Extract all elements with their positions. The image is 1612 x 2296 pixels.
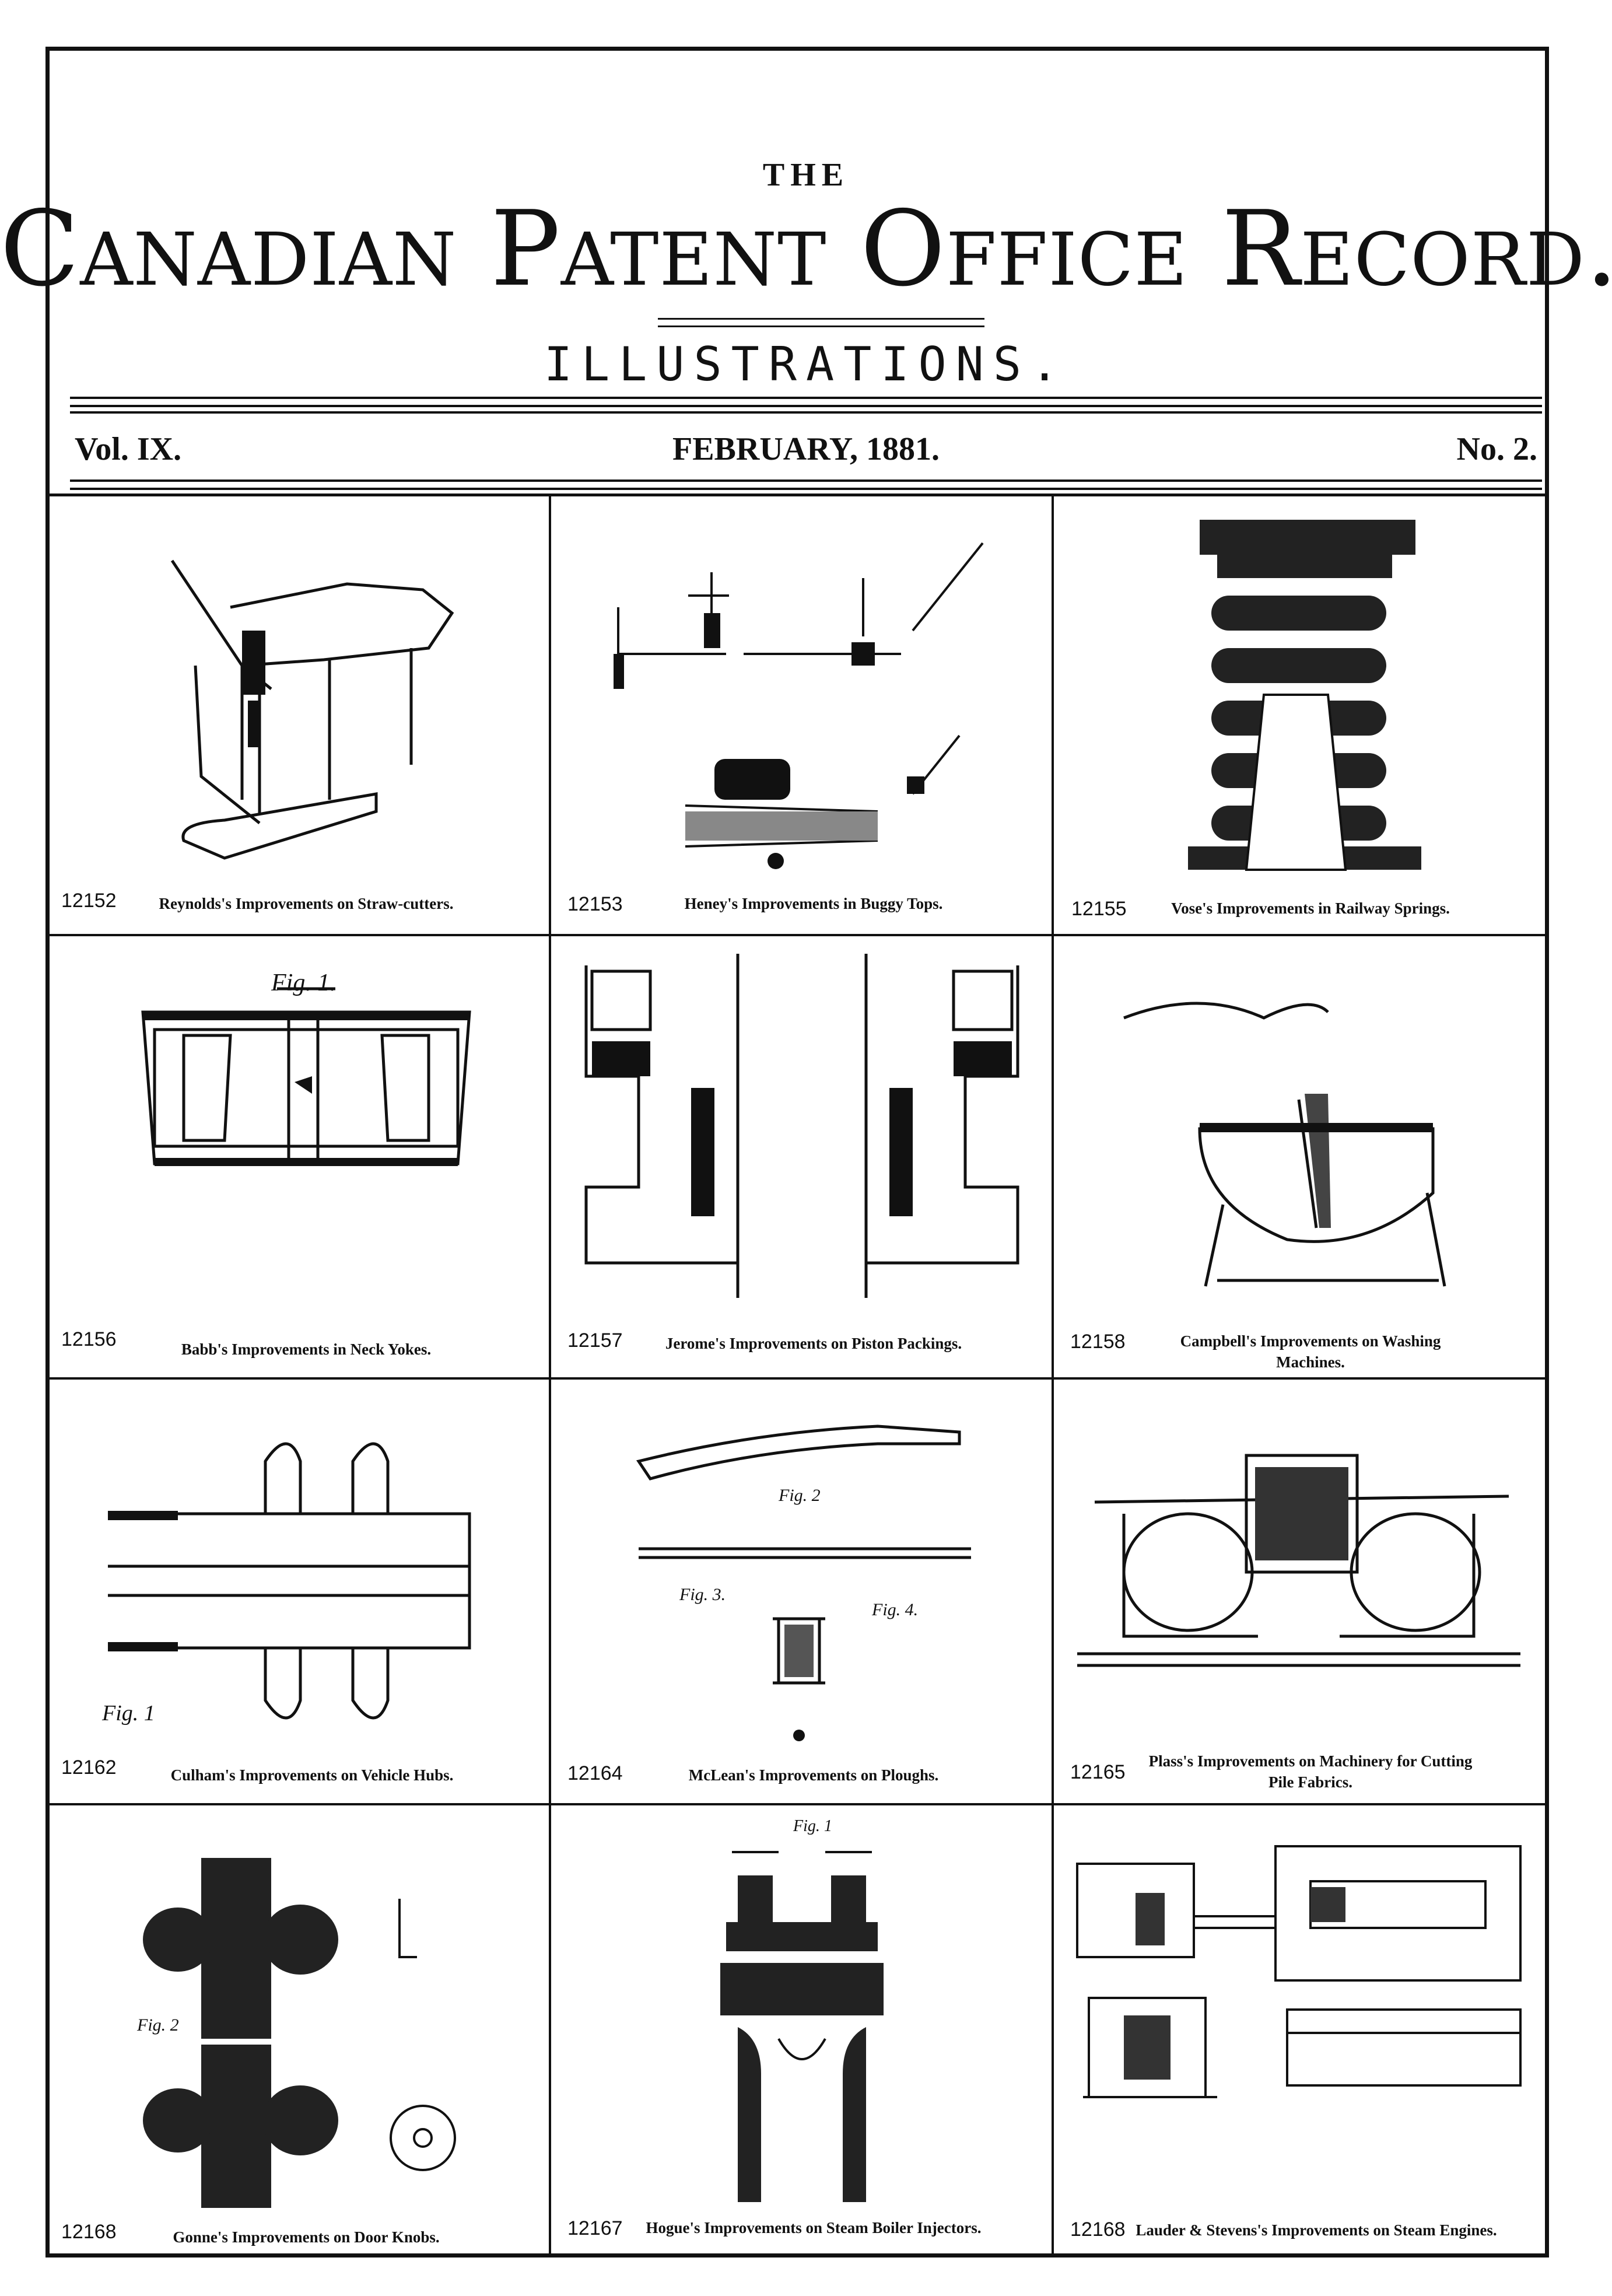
pile-fabric-machine-illustration xyxy=(1077,1454,1520,1667)
figure-label: Fig. 1. xyxy=(271,970,336,996)
patent-number: 12162 xyxy=(61,1756,117,1779)
header-rule xyxy=(70,480,1542,482)
steam-injector-illustration xyxy=(720,1851,884,2202)
header-rule xyxy=(70,488,1542,490)
patent-caption: Reynolds's Improvements on Straw-cutters… xyxy=(159,895,454,912)
patent-caption: Babb's Improvements in Neck Yokes. xyxy=(181,1340,432,1358)
patent-cell: 12157 Jerome's Improvements on Piston Pa… xyxy=(551,936,1054,1380)
patent-caption: Lauder & Stevens's Improvements on Steam… xyxy=(1136,2221,1497,2239)
figure-label: Fig. 2 xyxy=(137,2015,179,2035)
masthead-title: Canadian Patent Office Record. xyxy=(0,188,1612,309)
volume-label: Vol. IX. xyxy=(75,431,182,467)
patent-number: 12165 xyxy=(1070,1761,1126,1783)
figure-label: Fig. 2 xyxy=(779,1486,821,1505)
patent-cell: Fig. 1 12162 Culham's Improvements on Ve… xyxy=(50,1380,551,1805)
patent-caption: Hogue's Improvements on Steam Boiler Inj… xyxy=(646,2219,982,2236)
patent-cell: 12155 Vose's Improvements in Railway Spr… xyxy=(1054,496,1545,936)
patent-caption: Campbell's Improvements on Washing Machi… xyxy=(1180,1332,1441,1371)
masthead-subtitle: ILLUSTRATIONS. xyxy=(544,337,1068,391)
title-rule xyxy=(658,326,984,327)
issue-date: FEBRUARY, 1881. xyxy=(672,431,940,467)
illustration-grid: 12152 Reynolds's Improvements on Straw-c… xyxy=(50,494,1545,2257)
patent-cell: Fig. 2 Fig. 3. Fig. 4. 12164 McLean's Im… xyxy=(551,1380,1054,1805)
issue-number: No. 2. xyxy=(1456,431,1537,467)
patent-cell: 12165 Plass's Improvements on Machinery … xyxy=(1054,1380,1545,1805)
patent-number: 12152 xyxy=(61,890,117,912)
header-rule xyxy=(70,405,1542,407)
straw-cutter-illustration xyxy=(170,559,454,860)
header-rule xyxy=(70,397,1542,399)
patent-caption: Jerome's Improvements on Piston Packings… xyxy=(665,1335,962,1352)
figure-label: Fig. 3. xyxy=(679,1585,726,1604)
patent-caption: Gonne's Improvements on Door Knobs. xyxy=(173,2228,440,2246)
figure-label: Fig. 1 xyxy=(102,1701,155,1726)
figure-label: Fig. 4. xyxy=(872,1600,919,1619)
patent-cell: Fig. 2 12168 Gonne's Improvements on Doo… xyxy=(50,1805,551,2257)
masthead-the: THE xyxy=(762,157,850,193)
vehicle-hub-illustration xyxy=(108,1442,471,1720)
patent-cell: Fig. 1. 12156 Babb's Improvements in Nec… xyxy=(50,936,551,1380)
patent-number: 12167 xyxy=(567,2217,623,2239)
figure-label: Fig. 1 xyxy=(793,1817,832,1835)
buggy-top-illustration xyxy=(614,542,984,869)
patent-caption: Plass's Improvements on Machinery for Cu… xyxy=(1148,1752,1473,1791)
patent-cell: Fig. 1 12167 Hogue's Improvements on Ste… xyxy=(551,1805,1054,2257)
patent-number: 12155 xyxy=(1071,898,1127,920)
patent-number: 12153 xyxy=(567,893,623,915)
header-rule xyxy=(70,411,1542,414)
washing-machine-illustration xyxy=(1123,1002,1446,1287)
door-knob-illustration xyxy=(143,1858,456,2208)
patent-caption: Vose's Improvements in Railway Springs. xyxy=(1171,900,1450,917)
patent-caption: McLean's Improvements on Ploughs. xyxy=(688,1766,939,1784)
patent-number: 12168 xyxy=(61,2221,117,2243)
patent-cell: 12158 Campbell's Improvements on Washing… xyxy=(1054,936,1545,1380)
piston-packing-illustration xyxy=(584,954,1019,1298)
patent-caption: Heney's Improvements in Buggy Tops. xyxy=(684,895,943,912)
patent-number: 12158 xyxy=(1070,1331,1126,1353)
patent-cell: 12168 Lauder & Stevens's Improvements on… xyxy=(1054,1805,1545,2257)
plough-illustration xyxy=(636,1424,971,1741)
patent-number: 12168 xyxy=(1070,2218,1126,2241)
patent-number: 12164 xyxy=(567,1762,623,1784)
patent-caption: Culham's Improvements on Vehicle Hubs. xyxy=(170,1766,454,1784)
title-rule xyxy=(658,318,984,320)
page-border xyxy=(45,47,1549,2258)
patent-cell: 12152 Reynolds's Improvements on Straw-c… xyxy=(50,496,551,936)
railway-spring-illustration xyxy=(1188,520,1421,871)
neck-yoke-illustration xyxy=(141,987,471,1166)
patent-number: 12157 xyxy=(567,1329,623,1352)
patent-number: 12156 xyxy=(61,1328,117,1350)
steam-engine-illustration xyxy=(1076,1845,1522,2098)
patent-cell: 12153 Heney's Improvements in Buggy Tops… xyxy=(551,496,1054,936)
